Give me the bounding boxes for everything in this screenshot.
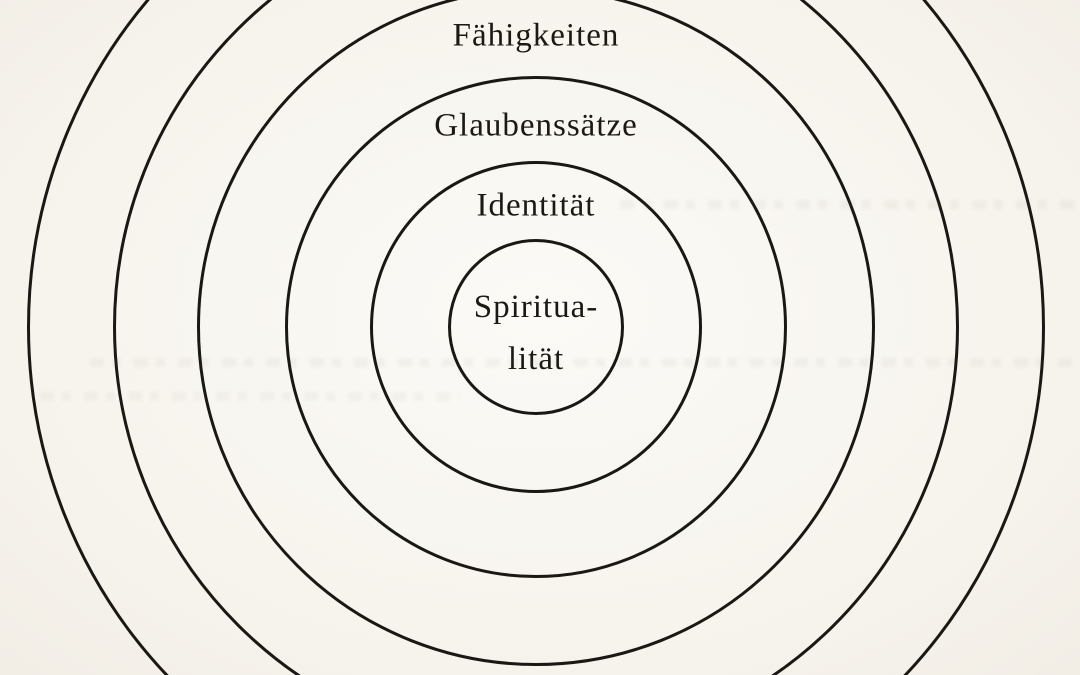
label-identitaet: Identität — [476, 187, 596, 224]
circle-faehigkeiten — [197, 0, 875, 666]
circle-outer-ring-5 — [113, 0, 959, 675]
circle-glaubenssaetze — [285, 76, 787, 578]
circle-spiritualitaet — [448, 239, 624, 415]
label-spiritualitaet: Spiritua- lität — [474, 281, 598, 385]
circle-identitaet — [370, 161, 702, 493]
circle-outer-ring-6 — [27, 0, 1045, 675]
label-spiritualitaet-line2: lität — [507, 341, 565, 377]
label-spiritualitaet-line1: Spiritua- — [473, 289, 599, 325]
label-faehigkeiten: Fähigkeiten — [452, 17, 620, 54]
label-glaubenssaetze: Glaubenssätze — [434, 107, 638, 144]
